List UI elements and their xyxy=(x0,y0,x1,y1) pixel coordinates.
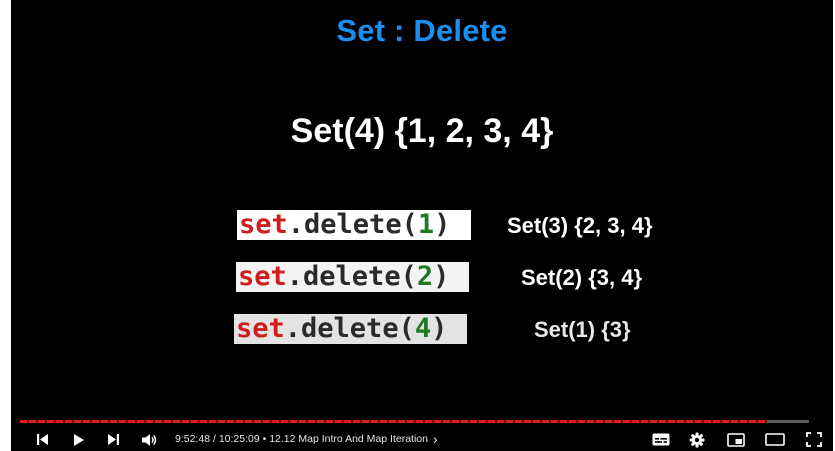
chapter-chevron-icon[interactable]: › xyxy=(432,431,438,447)
code-keyword: set xyxy=(239,209,288,240)
code-keyword: set xyxy=(238,261,287,292)
play-icon[interactable] xyxy=(69,428,87,451)
code-close-paren: ) xyxy=(434,209,451,240)
subtitles-icon[interactable] xyxy=(651,428,671,451)
code-close-paren: ) xyxy=(433,261,450,292)
progress-remaining xyxy=(767,420,809,423)
current-time: 9:52:48 xyxy=(175,433,211,445)
code-method: .delete( xyxy=(286,261,417,292)
player-controls: 9:52:48 / 10:25:09 • 12.12 Map Intro And… xyxy=(11,428,833,451)
chapter-separator: • xyxy=(259,433,270,445)
skip-next-icon[interactable] xyxy=(104,428,122,451)
code-keyword: set xyxy=(236,313,285,344)
code-method: .delete( xyxy=(287,209,418,240)
slide-title: Set : Delete xyxy=(336,13,508,48)
code-snippet-delete-2: set.delete(2) xyxy=(236,262,469,292)
code-argument: 2 xyxy=(416,261,434,292)
result-text-3: Set(1) {3} xyxy=(534,317,631,342)
fullscreen-icon[interactable] xyxy=(803,428,825,451)
theater-mode-icon[interactable] xyxy=(763,428,787,451)
result-text-1: Set(3) {2, 3, 4} xyxy=(507,213,653,238)
skip-previous-icon[interactable] xyxy=(33,428,51,451)
code-argument: 4 xyxy=(414,313,432,344)
code-snippet-delete-1: set.delete(1) xyxy=(237,210,471,240)
miniplayer-icon[interactable] xyxy=(725,428,747,451)
time-separator: / xyxy=(210,433,219,445)
video-player[interactable]: Set : Delete Set(4) {1, 2, 3, 4} set.del… xyxy=(11,0,833,451)
code-snippet-delete-4: set.delete(4) xyxy=(234,314,467,344)
progress-bar[interactable] xyxy=(20,420,809,423)
code-close-paren: ) xyxy=(431,313,448,344)
settings-gear-icon[interactable] xyxy=(687,428,707,451)
time-and-chapter: 9:52:48 / 10:25:09 • 12.12 Map Intro And… xyxy=(175,431,438,447)
initial-set-text: Set(4) {1, 2, 3, 4} xyxy=(290,112,554,150)
volume-icon[interactable] xyxy=(139,428,159,451)
chapter-title[interactable]: 12.12 Map Intro And Map Iteration xyxy=(269,433,428,445)
duration: 10:25:09 xyxy=(218,433,260,445)
code-method: .delete( xyxy=(284,313,415,344)
result-text-2: Set(2) {3, 4} xyxy=(521,265,643,290)
code-argument: 1 xyxy=(417,209,435,240)
